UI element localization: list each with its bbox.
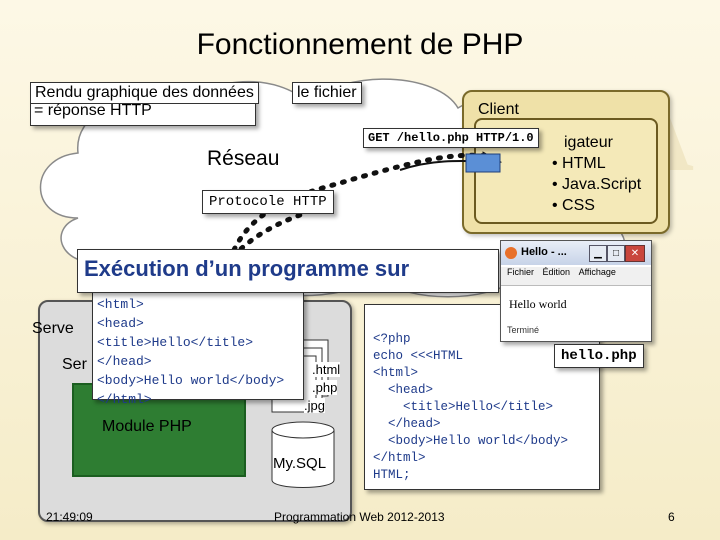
navigator-item: • Java.Script xyxy=(552,176,642,193)
file-ext-jpg: .jpg xyxy=(304,398,325,413)
browser-titlebar: Hello - ... ▁ □ ✕ xyxy=(501,241,651,265)
filename-tag: hello.php xyxy=(554,344,644,368)
execution-callout xyxy=(77,249,499,293)
rendu-tail-label: le fichier xyxy=(292,82,362,104)
http-protocol-label: Protocole HTTP xyxy=(202,190,334,214)
html-line: </head> xyxy=(97,354,152,369)
php-code-line: <html> xyxy=(373,366,419,380)
browser-logo-icon xyxy=(505,247,517,259)
php-code-line: echo <<<HTML xyxy=(373,349,464,363)
rendu-front-label: Rendu graphique des données xyxy=(30,82,259,104)
client-label: Client xyxy=(478,101,519,118)
php-code-line: <body>Hello world</body> xyxy=(373,434,569,448)
navigator-partial-label: igateur xyxy=(564,134,613,151)
footer-page-number: 6 xyxy=(668,510,675,524)
php-code-line: </html> xyxy=(373,451,426,465)
http-get-request: GET /hello.php HTTP/1.0 xyxy=(363,128,539,148)
html-output-box: <html> <head> <title>Hello</title> </hea… xyxy=(92,292,304,407)
html-line: <html> xyxy=(97,297,144,312)
html-line: </html> xyxy=(97,392,152,407)
browser-window: Hello - ... ▁ □ ✕ Fichier Édition Affich… xyxy=(500,240,652,342)
php-code-line: </head> xyxy=(373,417,441,431)
footer-time: 21:49:09 xyxy=(46,510,93,524)
php-code-line: HTML; xyxy=(373,468,411,482)
browser-status: Terminé xyxy=(507,325,540,335)
web-server-label: Ser xyxy=(62,356,87,373)
server-label: Serve xyxy=(32,320,74,337)
browser-title: Hello - ... xyxy=(521,246,567,258)
php-module-label: Module PHP xyxy=(102,418,192,435)
minimize-icon[interactable]: ▁ xyxy=(589,245,607,262)
menu-item-fichier[interactable]: Fichier xyxy=(507,267,535,277)
network-label: Réseau xyxy=(207,147,280,170)
navigator-technologies: igateur • HTML • Java.Script • CSS xyxy=(552,132,642,216)
php-code-line: <head> xyxy=(373,383,434,397)
navigator-item: • CSS xyxy=(552,197,595,214)
http-response-label: = réponse HTTP xyxy=(34,102,152,119)
maximize-icon[interactable]: □ xyxy=(607,245,625,262)
php-code-line: <title>Hello</title> xyxy=(373,400,554,414)
php-code-line: <?php xyxy=(373,332,411,346)
browser-menubar: Fichier Édition Affichage xyxy=(501,267,651,286)
html-line: <body>Hello world</body> xyxy=(97,373,285,388)
browser-content: Hello world xyxy=(509,297,567,311)
file-ext-html: .html xyxy=(312,362,341,377)
navigator-item: • HTML xyxy=(552,155,606,172)
request-dotted-path xyxy=(227,152,503,263)
database-icon xyxy=(271,421,335,488)
browser-window-thumb xyxy=(465,153,501,173)
menu-item-affichage[interactable]: Affichage xyxy=(578,267,616,277)
footer-course: Programmation Web 2012-2013 xyxy=(274,510,445,524)
response-dotted-path xyxy=(197,212,303,303)
html-line: <title>Hello</title> xyxy=(97,335,254,350)
mysql-label: My.SQL xyxy=(273,455,327,472)
menu-item-edition[interactable]: Édition xyxy=(542,267,571,277)
slide-title: Fonctionnement de PHP xyxy=(196,28,524,61)
close-icon[interactable]: ✕ xyxy=(625,245,645,262)
file-ext-php: .php xyxy=(312,380,338,395)
html-line: <head> xyxy=(97,316,144,331)
execution-label: Exécution d’un programme sur xyxy=(84,256,410,281)
